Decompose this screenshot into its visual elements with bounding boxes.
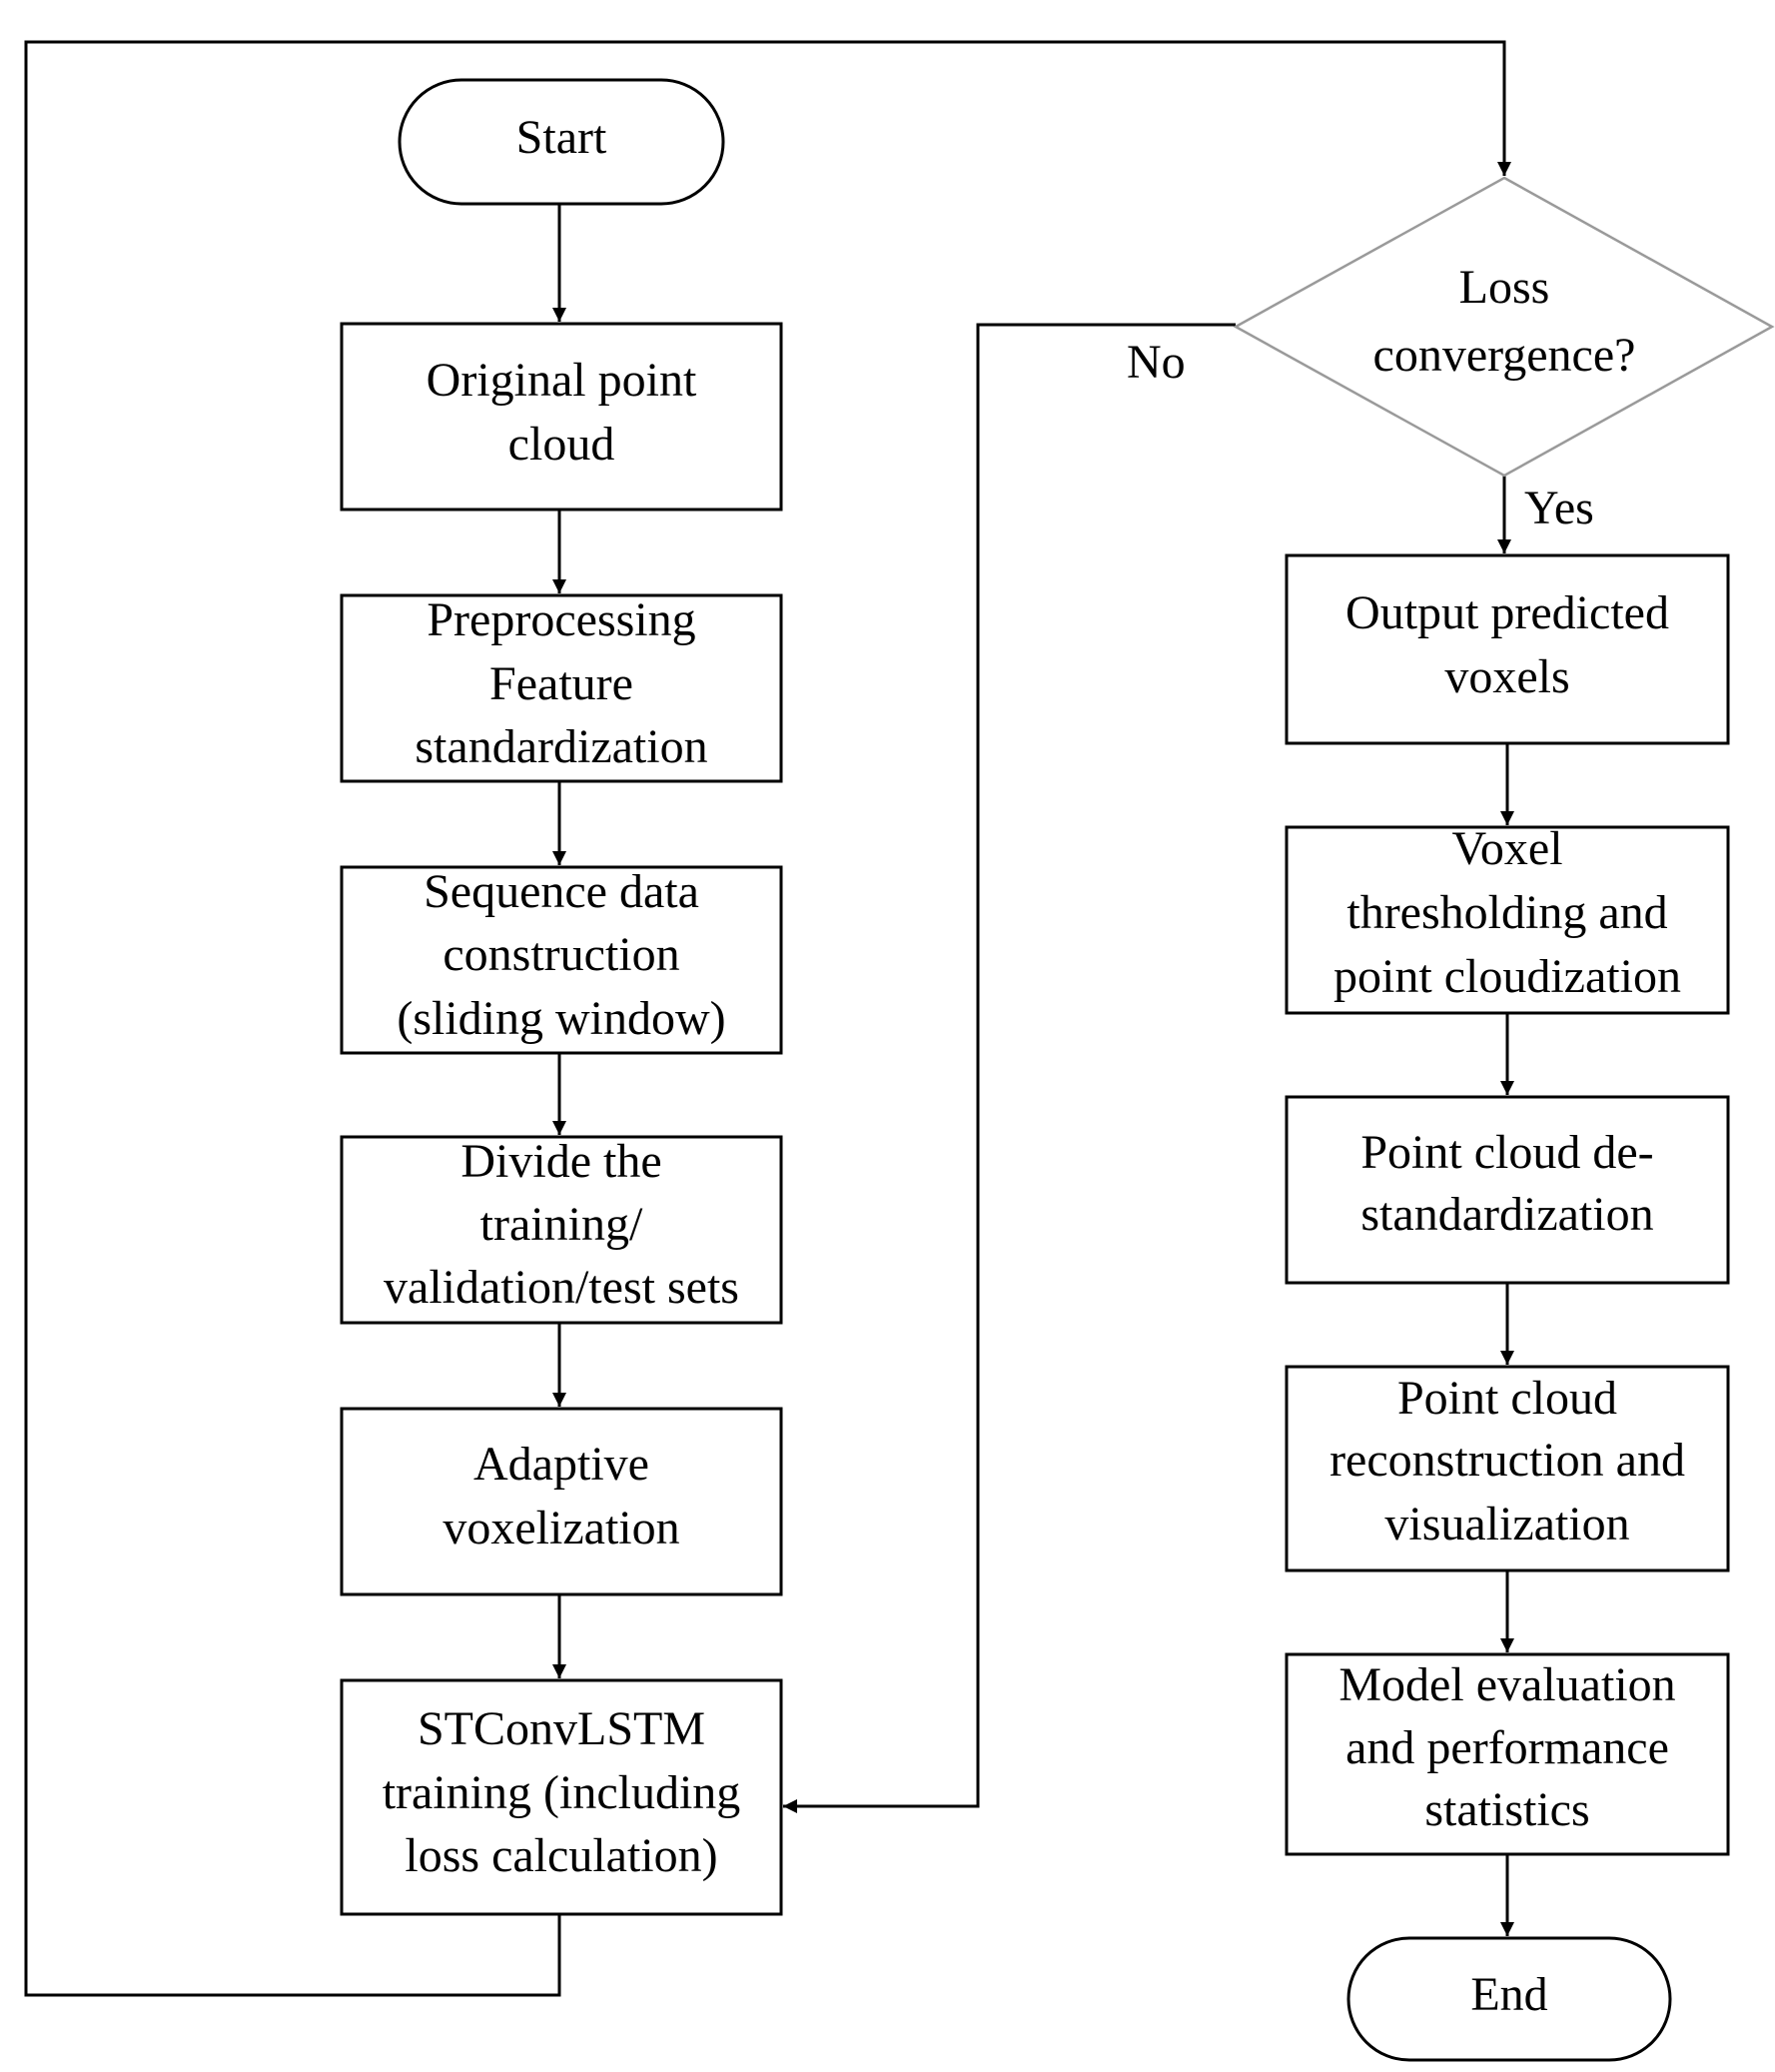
sequence-data-line-1: Sequence data	[424, 865, 699, 918]
preprocessing-line-2: Feature	[489, 657, 633, 710]
destandardization-line-1: Point cloud de-	[1360, 1126, 1653, 1179]
label-yes: Yes	[1524, 482, 1594, 534]
voxel-thresholding-line-3: point cloudization	[1333, 950, 1681, 1003]
sequence-data-line-2: construction	[443, 928, 679, 981]
adaptive-voxelization-box: Adaptive voxelization	[340, 1407, 783, 1596]
voxel-thresholding-line-1: Voxel	[1451, 822, 1562, 875]
reconstruction-box: Point cloud reconstruction and visualiza…	[1285, 1365, 1730, 1572]
loss-convergence-line-2: convergence?	[1373, 329, 1636, 382]
arrow-stconvlstm-to-decision	[24, 40, 1511, 1997]
destandardization-box: Point cloud de- standardization	[1285, 1095, 1730, 1285]
original-point-cloud-box: Original point cloud	[340, 322, 783, 512]
stconvlstm-training-line-1: STConvLSTM	[418, 1702, 705, 1755]
model-evaluation-line-1: Model evaluation	[1338, 1658, 1675, 1711]
divide-sets-line-3: validation/test sets	[384, 1261, 739, 1314]
output-voxels-line-1: Output predicted	[1345, 586, 1669, 639]
stconvlstm-training-line-2: training (including	[383, 1766, 741, 1819]
sequence-data-line-3: (sliding window)	[397, 992, 725, 1045]
loss-convergence-line-1: Loss	[1459, 261, 1550, 314]
voxel-thresholding-line-2: thresholding and	[1346, 886, 1667, 939]
reconstruction-line-1: Point cloud	[1397, 1372, 1617, 1425]
output-voxels-line-2: voxels	[1444, 650, 1569, 703]
start-terminal: Start	[398, 78, 725, 206]
reconstruction-line-3: visualization	[1384, 1498, 1629, 1551]
model-evaluation-line-2: and performance	[1345, 1721, 1669, 1774]
preprocessing-box: Preprocessing Feature standardization	[340, 593, 783, 783]
voxel-thresholding-box: Voxel thresholding and point cloudizatio…	[1285, 822, 1730, 1015]
end-terminal: End	[1346, 1936, 1672, 2062]
end-label: End	[1470, 1968, 1547, 2021]
model-evaluation-line-3: statistics	[1424, 1783, 1589, 1836]
stconvlstm-training-box: STConvLSTM training (including loss calc…	[340, 1678, 783, 1916]
model-evaluation-box: Model evaluation and performance statist…	[1285, 1652, 1730, 1856]
connectors	[24, 40, 1514, 1997]
arrow-no-to-stconvlstm	[783, 323, 1236, 1813]
preprocessing-line-3: standardization	[415, 720, 707, 773]
destandardization-line-2: standardization	[1360, 1188, 1653, 1241]
adaptive-voxelization-line-1: Adaptive	[473, 1438, 649, 1491]
preprocessing-line-1: Preprocessing	[427, 593, 695, 646]
adaptive-voxelization-line-2: voxelization	[443, 1502, 679, 1554]
divide-sets-line-2: training/	[480, 1198, 643, 1251]
original-point-cloud-line-2: cloud	[508, 418, 615, 471]
start-label: Start	[516, 111, 607, 164]
sequence-data-box: Sequence data construction (sliding wind…	[340, 865, 783, 1055]
divide-sets-box: Divide the training/ validation/test set…	[340, 1135, 783, 1325]
label-no: No	[1127, 336, 1186, 389]
output-voxels-box: Output predicted voxels	[1285, 553, 1730, 745]
divide-sets-line-1: Divide the	[460, 1135, 661, 1188]
original-point-cloud-line-1: Original point	[427, 354, 697, 407]
loss-convergence-decision: Loss convergence?	[1233, 176, 1775, 478]
stconvlstm-training-line-3: loss calculation)	[405, 1829, 717, 1882]
reconstruction-line-2: reconstruction and	[1330, 1434, 1685, 1487]
